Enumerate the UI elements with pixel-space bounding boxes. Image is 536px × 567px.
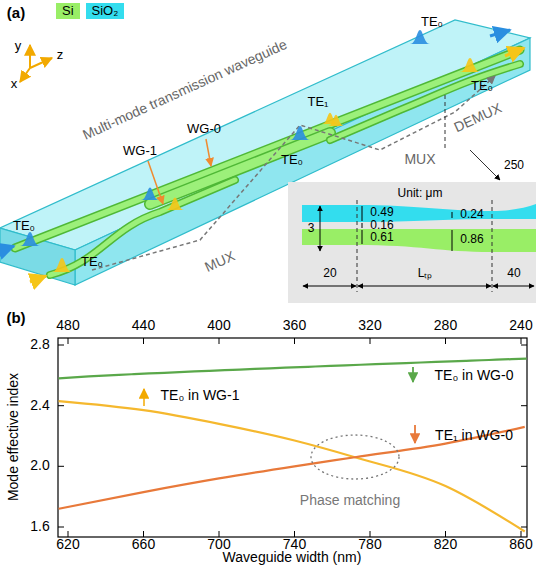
panel-label: (b) (6, 310, 25, 327)
mode-profile (290, 126, 310, 140)
tick-label: 620 (56, 537, 79, 552)
light-arrow (30, 276, 46, 282)
dimension: 0.49 (370, 206, 393, 219)
legend: Si SiO₂ (56, 3, 124, 19)
mode-profile (460, 58, 480, 72)
mode-label: TE₀ (281, 153, 303, 167)
curve-label: TE₁ in WG-0 (435, 428, 513, 443)
section-label: DEMUX (452, 101, 504, 136)
mode-label: TE₀ (421, 15, 443, 29)
tick-label: 2.0 (30, 459, 49, 474)
data-curve (59, 401, 525, 531)
tick-label: 660 (132, 537, 155, 552)
leader-line (148, 161, 163, 204)
tick-label: 2.4 (30, 398, 49, 413)
data-curve (59, 427, 525, 509)
section-label: MUX (404, 152, 435, 167)
legend-swatch: Si (56, 3, 80, 19)
curve-label: TE₀ in WG-1 (161, 388, 240, 403)
tick-label: 860 (509, 537, 532, 552)
light-arrow (490, 30, 510, 36)
tick-label: 780 (358, 537, 381, 552)
inset-cross-section (288, 95, 536, 303)
mode-profile (52, 258, 72, 272)
dimension: 40 (507, 267, 520, 280)
section-label: MUX (203, 249, 238, 276)
tick-label: 400 (207, 318, 230, 333)
tick-label: 480 (56, 318, 79, 333)
axes-icon (20, 45, 52, 82)
dimension: 0.61 (370, 231, 393, 244)
mode-label: TE₀ (81, 255, 103, 269)
mode-label: TE₀ (13, 219, 35, 233)
phase-matching-ellipse (311, 435, 399, 479)
device-illustration (0, 20, 536, 303)
curve-label: TE₀ in WG-0 (435, 368, 514, 383)
legend-text: SiO₂ (92, 3, 119, 18)
light-arrow (505, 48, 524, 56)
axis-title: Mode effective index (6, 373, 21, 501)
annotation: Phase matching (300, 493, 400, 508)
legend-text: Si (62, 3, 74, 18)
axis-name: y (15, 39, 22, 53)
tick-label: 280 (434, 318, 457, 333)
dimension: 0.86 (460, 233, 483, 246)
panel-label: (a) (7, 5, 25, 22)
mode-profile (328, 115, 344, 126)
dimension: 0.16 (370, 219, 393, 232)
tick-label: 320 (358, 318, 381, 333)
mode-profile (410, 30, 430, 44)
dimension: 3 (308, 222, 315, 235)
dimension: 20 (323, 267, 336, 280)
tick-label: 440 (132, 318, 155, 333)
tick-label: 1.6 (30, 519, 49, 534)
waveguide-wg1-right (330, 64, 520, 140)
axis-name: z (57, 48, 64, 62)
tick-label: 820 (434, 537, 457, 552)
mode-profile (166, 197, 184, 210)
chart (58, 338, 527, 537)
light-arrow (2, 246, 14, 250)
mode-profile (20, 232, 40, 246)
mode-profile (141, 187, 159, 200)
mode-label: TE₁ (308, 95, 329, 109)
dimension: 250 (504, 159, 524, 172)
tick-label: 360 (283, 318, 306, 333)
dimension: Lₜₚ (418, 267, 433, 280)
dimension: 0.24 (460, 208, 483, 221)
unit-note: Unit: μm (398, 187, 443, 200)
mode-label: TE₀ (471, 79, 493, 93)
axis-title: Waveguide width (nm) (223, 550, 362, 565)
waveguide-wg1-right (330, 64, 520, 140)
tick-label: 2.8 (30, 337, 49, 352)
legend-swatch: SiO₂ (86, 3, 125, 19)
axis-name: x (11, 77, 18, 91)
waveguide-label: WG-0 (187, 122, 221, 136)
tick-label: 240 (509, 318, 532, 333)
leader-line (206, 139, 211, 166)
waveguide-label: WG-1 (123, 144, 157, 158)
